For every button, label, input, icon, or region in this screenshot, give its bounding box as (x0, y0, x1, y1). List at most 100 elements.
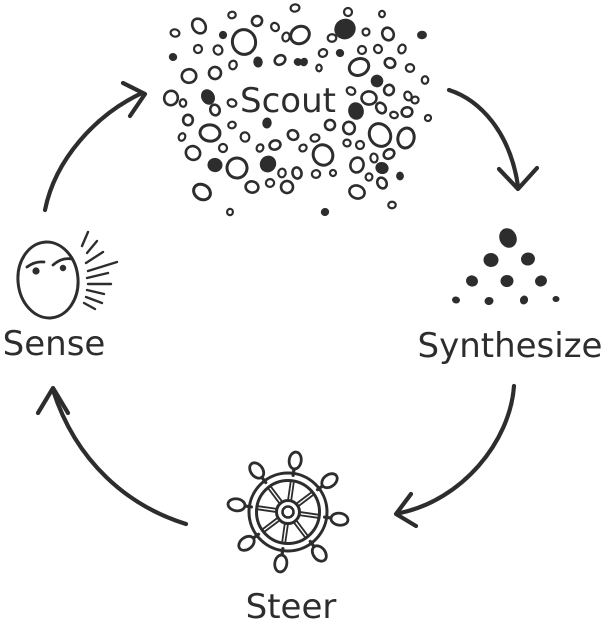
bubble (255, 143, 265, 153)
pyramid-dot (521, 252, 535, 266)
cycle-arrows (35, 80, 540, 529)
handle-knob (287, 450, 303, 471)
bubble (162, 89, 180, 107)
wheel-rim-outer (247, 471, 329, 553)
bubble (239, 131, 251, 143)
sense-ray (85, 288, 106, 296)
wheel-spoke (290, 481, 295, 501)
wheel-spoke (267, 487, 280, 504)
wheel-spoke (293, 522, 307, 539)
bubble (369, 152, 379, 164)
bubble-filled (300, 57, 308, 67)
scout-bubbles-icon (162, 3, 433, 217)
bubble-filled (201, 89, 215, 105)
bubble (309, 133, 321, 143)
bubble (383, 56, 397, 70)
pyramid-dot (552, 295, 560, 303)
bubble (380, 26, 396, 42)
bubble (356, 44, 368, 56)
wheel-hub (275, 499, 301, 525)
bubble (226, 98, 238, 108)
bubble (360, 90, 378, 106)
sense-ray (85, 239, 99, 255)
handle-knob (329, 511, 350, 527)
bubble (225, 207, 235, 217)
bubble (374, 101, 388, 115)
bubble (403, 90, 413, 102)
bubble (198, 123, 222, 143)
arrowhead-sense-to-scout (120, 80, 148, 119)
wheel-spoke (299, 514, 319, 519)
bubble (289, 3, 301, 13)
bubble (342, 6, 354, 18)
bubble (286, 128, 300, 142)
wheel-spoke (256, 508, 276, 513)
bubble (328, 168, 338, 178)
bubble (397, 43, 407, 55)
bubble (396, 126, 416, 150)
head-outline (16, 240, 80, 320)
arrowhead-synthesize-to-steer (393, 491, 419, 529)
bubble (225, 156, 249, 180)
pyramid-dot (483, 252, 499, 268)
bubble (184, 144, 202, 162)
bubble (326, 33, 338, 43)
wheel-spoke (296, 491, 313, 504)
bubble (345, 86, 357, 96)
bubble (311, 143, 335, 167)
scout-label: Scout (240, 81, 336, 121)
wheel-spoke (296, 520, 309, 537)
bubble (177, 132, 187, 142)
eye (32, 267, 40, 275)
bubble (341, 120, 357, 136)
bubble (372, 43, 384, 55)
eyebrow (51, 257, 74, 267)
bubble (244, 180, 260, 194)
bubble (279, 179, 295, 195)
bubble (387, 200, 397, 210)
pyramid-dot (519, 295, 529, 305)
bubble (400, 106, 414, 118)
bubble (228, 59, 238, 71)
bubble (317, 48, 329, 58)
bubble-filled (320, 207, 330, 217)
bubble (227, 10, 237, 20)
sense-ray (85, 271, 110, 280)
bubble (273, 53, 287, 67)
bubble (382, 83, 396, 97)
arrow-synthesize-to-steer (397, 383, 517, 516)
wheel-spoke (298, 493, 315, 507)
sense-face-icon (16, 230, 119, 320)
handle-knob (273, 553, 289, 574)
pyramid-dot (452, 296, 460, 304)
eye (59, 264, 67, 272)
sense-ray (80, 230, 90, 248)
bubble (264, 178, 276, 188)
bubble (404, 63, 416, 73)
bubble-filled (207, 157, 223, 173)
bubble (178, 98, 188, 108)
bubble-filled (396, 171, 404, 181)
pyramid-dot (535, 275, 547, 287)
wheel-rim-inner (255, 479, 321, 545)
arrow-steer-to-sense (50, 387, 189, 527)
sense-ray (84, 295, 104, 305)
pyramid-dot (466, 275, 478, 287)
bubble-filled (334, 18, 356, 40)
bubble (180, 67, 198, 85)
wheel-spoke (269, 485, 283, 502)
bubble (208, 103, 222, 117)
bubble (375, 176, 389, 190)
bubble (230, 28, 258, 56)
bubble (192, 182, 212, 202)
sense-label: Sense (3, 324, 106, 364)
bubble-filled (259, 155, 277, 173)
bubble (382, 147, 396, 161)
bubble-filled (168, 52, 178, 62)
bubble-filled (218, 30, 228, 40)
bubble (192, 43, 204, 55)
bubble (207, 65, 223, 81)
arrowhead-scout-to-synthesize (496, 165, 540, 192)
sense-ray (84, 250, 105, 265)
wheel-spoke (263, 520, 280, 533)
